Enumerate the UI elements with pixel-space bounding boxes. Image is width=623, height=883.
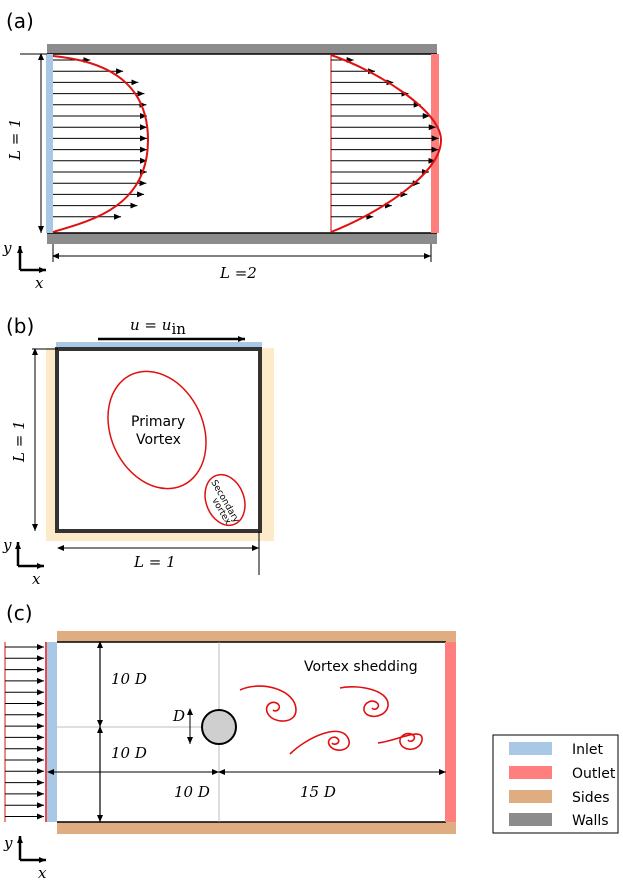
outlet-velocity-arrows: [331, 57, 439, 220]
top-wall: [47, 44, 437, 54]
legend-label-inlet: Inlet: [572, 742, 604, 758]
inlet-velocity-arrows: [53, 57, 147, 220]
top-side: [57, 631, 456, 642]
upstream-label: 10 D: [174, 783, 210, 801]
diameter-label: D: [172, 707, 185, 725]
legend-swatch-outlet: [509, 766, 552, 779]
inlet-velocity-profile: [52, 55, 150, 233]
axis-x-label: x: [35, 274, 44, 292]
bottom-wall: [47, 233, 437, 244]
vortex-shedding-label: Vortex shedding: [304, 659, 418, 675]
primary-vortex-label-1: Primary: [131, 414, 185, 430]
panel-a: (a) L = 1 L =2 y x: [2, 9, 443, 292]
legend-swatch-walls: [509, 813, 552, 826]
axis-y-label-c: y: [3, 834, 13, 852]
top-distance-label: 10 D: [111, 670, 147, 688]
inlet-boundary: [46, 54, 53, 233]
uniform-inflow-arrows: [5, 644, 44, 820]
cavity-walls: [55, 347, 262, 533]
axis-y-label: y: [2, 239, 12, 257]
legend-label-outlet: Outlet: [572, 766, 616, 782]
panel-b-label: (b): [6, 314, 34, 338]
legend-label-sides: Sides: [572, 790, 610, 806]
axis-x-label-b: x: [32, 570, 41, 588]
secondary-vortex: [204, 473, 246, 527]
axis-x-label-c: x: [38, 864, 47, 882]
vortex-1: [239, 685, 297, 722]
length-label: L =2: [219, 264, 257, 282]
primary-vortex-label-2: Vortex: [136, 432, 181, 448]
panel-a-label: (a): [6, 9, 34, 33]
downstream-label: 15 D: [300, 783, 336, 801]
lid-velocity-label: u = uin: [130, 316, 186, 338]
panel-b: (b) u = uin Primary Vortex Secondary vor…: [2, 314, 274, 588]
cavity-height-label: L = 1: [10, 420, 28, 463]
vortex-4: [377, 732, 423, 751]
legend-label-walls: Walls: [572, 813, 609, 829]
cavity-width-label: L = 1: [133, 553, 176, 571]
bottom-distance-label: 10 D: [111, 744, 147, 762]
legend: Inlet Outlet Sides Walls: [492, 734, 619, 834]
height-label: L = 1: [6, 118, 24, 161]
vortex-2: [289, 730, 350, 755]
primary-vortex: [107, 370, 207, 490]
legend-swatch-sides: [509, 790, 552, 803]
outlet-boundary: [431, 54, 439, 233]
channel-outlet: [445, 642, 456, 822]
panel-c-label: (c): [6, 601, 33, 625]
panel-c: (c) D 10 D 10 D 10 D 15 D Vortex shed: [3, 601, 456, 882]
vortex-3: [339, 686, 389, 718]
legend-swatch-inlet: [509, 742, 552, 755]
lid-boundary: [56, 342, 262, 350]
axis-y-label-b: y: [2, 536, 12, 554]
outlet-velocity-profile: [330, 54, 443, 233]
channel-inlet: [47, 642, 57, 822]
cylinder: [201, 709, 237, 745]
bottom-side: [57, 822, 456, 834]
vortex-spirals: [239, 685, 423, 755]
